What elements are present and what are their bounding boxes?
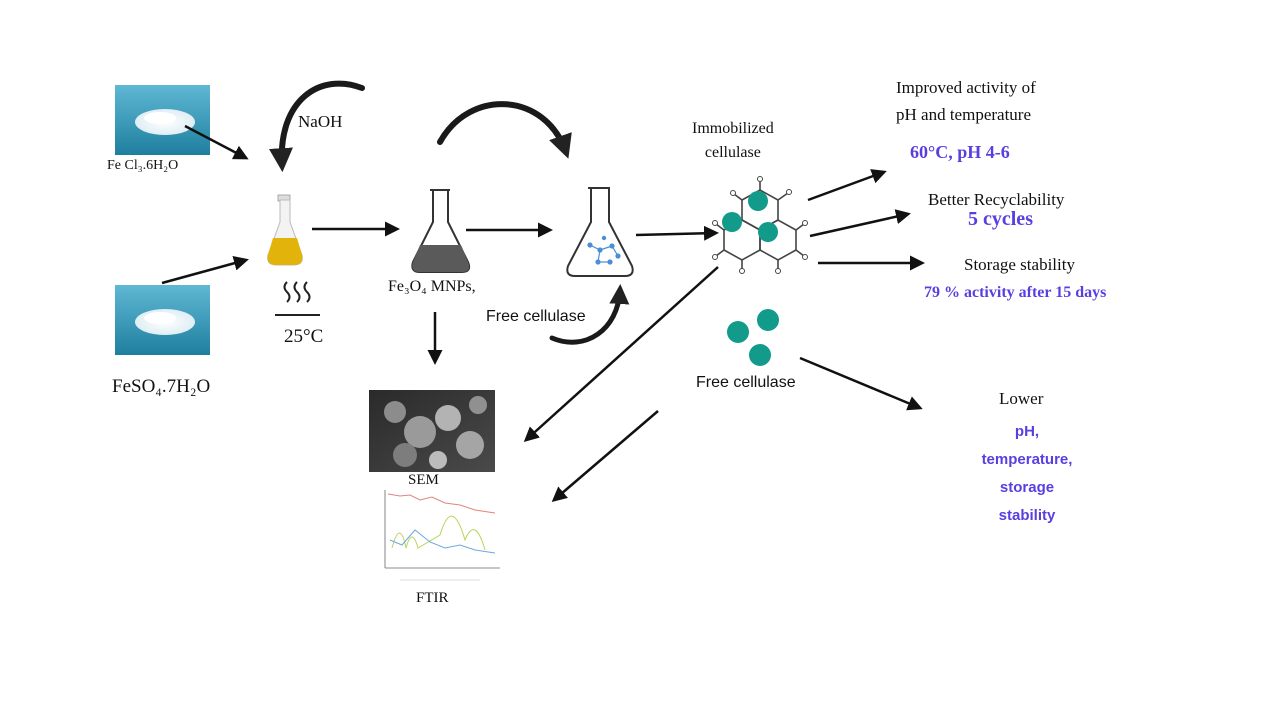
lower-item-ph: pH,: [1014, 423, 1040, 440]
arrow-to-activity: [807, 169, 887, 202]
arrow-to-recyclability: [809, 209, 911, 238]
naoh-curved-arrow: [269, 80, 365, 173]
arrow-immobilized-to-sem: [523, 266, 719, 443]
free-cellulase-dots: [727, 309, 779, 366]
activity-value: 60°C, pH 4-6: [910, 142, 1010, 162]
activity-title-line-1: Improved activity of: [896, 78, 1036, 97]
lower-label: Lower: [999, 389, 1044, 408]
fecl3-label: Fe Cl₃.6H₂O: [107, 158, 179, 173]
lower-items: pH, temperature, storage stability: [962, 418, 1092, 530]
arrow-feso4-to-flask: [161, 255, 249, 285]
storage-title: Storage stability: [964, 255, 1075, 274]
free-cellulase-label: Free cellulase: [696, 374, 796, 391]
ftir-chart: [384, 490, 500, 581]
curved-arrow-mnp-to-enzyme: [437, 101, 572, 159]
recyclability-value: 5 cycles: [968, 208, 1033, 230]
reaction-flask-icon: [267, 194, 303, 266]
enzyme-flask-icon: [566, 187, 634, 277]
immobilized-molecule-icon: [712, 176, 808, 274]
temperature-label: 25°C: [284, 326, 324, 347]
arrow-free-to-lower: [799, 356, 923, 411]
immobilized-line-1: Immobilized: [692, 120, 774, 137]
lower-item-temperature: temperature,: [981, 451, 1073, 468]
sem-label: SEM: [408, 472, 439, 488]
fecl3-powder-photo: [115, 85, 210, 155]
free-cellulase-step-label: Free cellulase: [486, 308, 586, 325]
heat-icon: [275, 281, 320, 316]
free-cellulase-curved-arrow: [549, 284, 630, 345]
immobilized-line-2: cellulase: [704, 144, 761, 161]
arrow-free-to-ftir: [551, 410, 659, 502]
lower-item-storage: storage: [999, 479, 1055, 496]
feso4-powder-photo: [115, 285, 210, 355]
mnp-flask-icon: [411, 189, 471, 273]
feso4-label: FeSO₄.7H₂O: [112, 376, 211, 397]
arrow-fecl3-to-flask: [184, 124, 249, 160]
activity-title: Improved activity of pH and temperature: [896, 74, 1036, 128]
recyclability-title: Better Recyclability: [928, 190, 1065, 209]
naoh-label: NaOH: [298, 112, 343, 131]
storage-value: 79 % activity after 15 days: [924, 284, 1107, 301]
immobilized-label: Immobilized cellulase: [692, 117, 774, 165]
mnp-label: Fe₃O₄ MNPs,: [388, 278, 476, 295]
ftir-label: FTIR: [416, 590, 449, 606]
arrow-to-immobilized: [635, 225, 719, 241]
lower-item-stability: stability: [998, 507, 1056, 524]
activity-title-line-2: pH and temperature: [896, 105, 1031, 124]
sem-image: [369, 390, 495, 472]
